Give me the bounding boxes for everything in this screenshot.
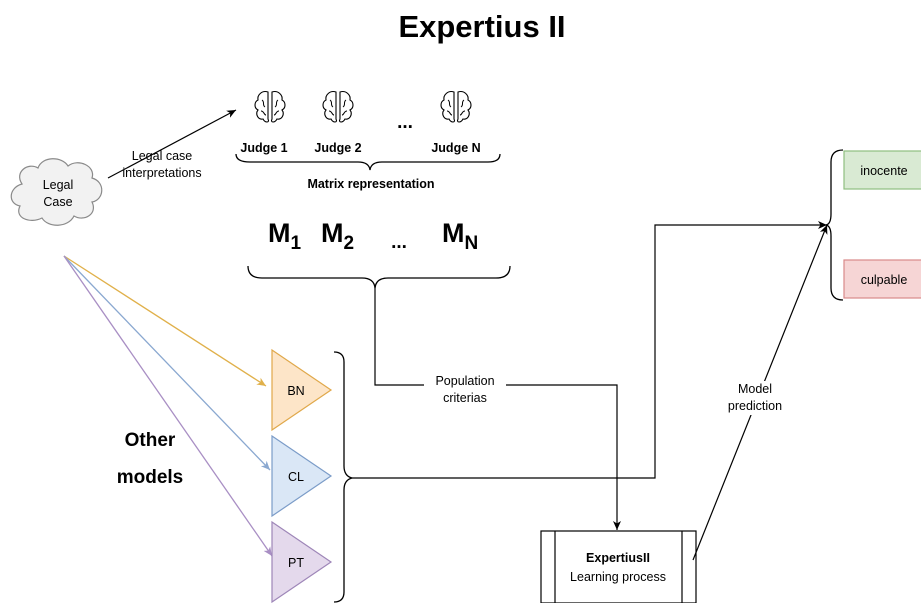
- judges-brace: [235, 153, 501, 171]
- model-pt-label: PT: [288, 556, 304, 570]
- matrix-mn: MN: [442, 218, 478, 254]
- model-pt: PT: [271, 520, 333, 603]
- process-title: ExpertiusII: [586, 551, 650, 565]
- other-models-label-line2: models: [117, 467, 184, 488]
- legal-case-cloud: Legal Case: [10, 158, 103, 226]
- interpretations-label-line1: Legal case: [132, 149, 193, 163]
- outcomes-brace: [825, 149, 844, 301]
- judge-1-label: Judge 1: [240, 141, 287, 155]
- prediction-label-line1: Model: [738, 382, 772, 396]
- population-criteria-path: [374, 288, 621, 530]
- outcome-culpable: culpable: [843, 259, 921, 299]
- judges-ellipsis: ...: [397, 112, 413, 133]
- matrices-ellipsis: ...: [391, 232, 407, 253]
- legal-case-label-line1: Legal: [43, 178, 74, 192]
- population-label-bg: [424, 373, 506, 407]
- legal-case-label-line2: Case: [43, 195, 72, 209]
- models-output-path: [352, 221, 827, 479]
- outcome-inocente-label: inocente: [860, 164, 907, 178]
- population-label-line2: criterias: [443, 391, 487, 405]
- brain-icon-judge-2: [322, 90, 354, 123]
- models-brace: [333, 351, 353, 603]
- interpretations-arrow: [107, 109, 237, 179]
- outcome-culpable-label: culpable: [861, 273, 908, 287]
- matrices-brace: [247, 265, 511, 289]
- prediction-label-bg: [726, 381, 784, 415]
- judge-2-label: Judge 2: [314, 141, 361, 155]
- outcome-inocente: inocente: [843, 150, 921, 190]
- other-models-label-line1: Other: [125, 430, 176, 451]
- matrix-m2: M2: [321, 218, 354, 254]
- arrow-to-bn: [63, 255, 267, 387]
- model-bn-label: BN: [287, 384, 304, 398]
- model-bn: BN: [271, 348, 333, 432]
- brain-icon-judge-n: [440, 90, 472, 123]
- prediction-label-line2: prediction: [728, 399, 782, 413]
- model-cl: CL: [271, 434, 333, 518]
- arrow-to-cl: [63, 255, 271, 471]
- expertius-learning-process: ExpertiusII Learning process: [540, 530, 697, 603]
- arrow-to-pt: [63, 255, 273, 557]
- page-title: Expertius II: [398, 9, 565, 44]
- population-label-line1: Population: [435, 374, 494, 388]
- process-subtitle: Learning process: [570, 570, 666, 584]
- matrix-m1: M1: [268, 218, 302, 254]
- judge-n-label: Judge N: [431, 141, 480, 155]
- interpretations-label-line2: interpretations: [122, 166, 201, 180]
- matrix-representation-label: Matrix representation: [307, 177, 434, 191]
- model-cl-label: CL: [288, 470, 304, 484]
- brain-icon-judge-1: [254, 90, 286, 123]
